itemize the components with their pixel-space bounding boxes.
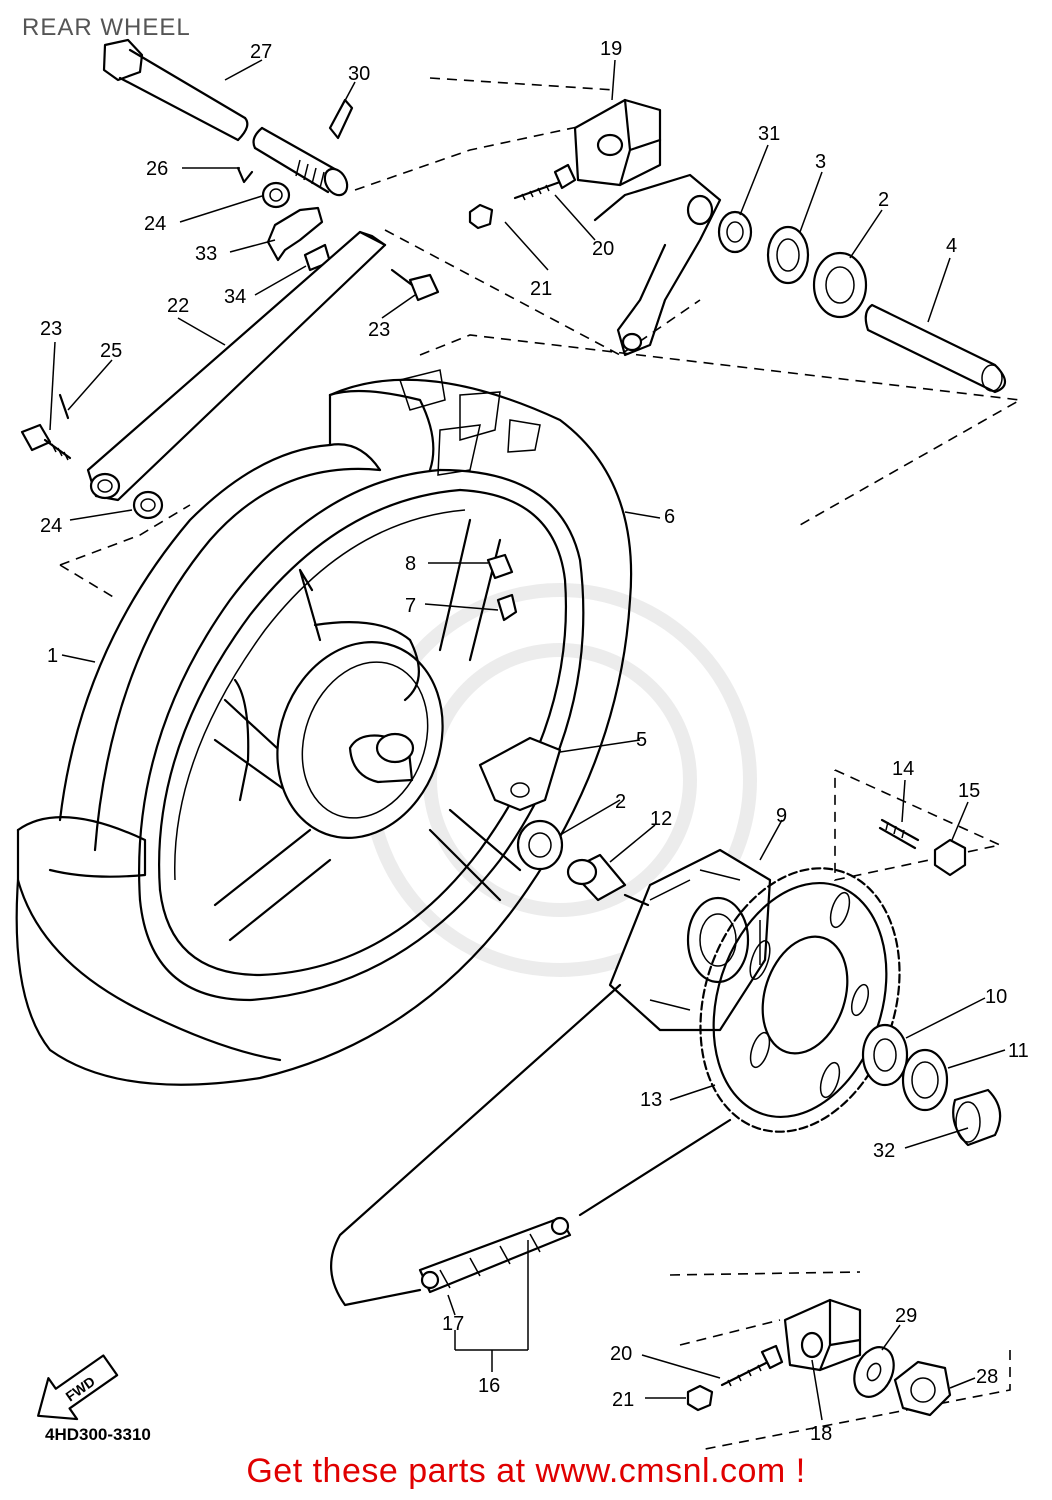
callout-3: 3	[815, 151, 826, 173]
bolts-23	[20, 268, 440, 461]
callout-19: 19	[600, 38, 622, 60]
callout-17: 17	[442, 1313, 464, 1335]
small-parts-upper-left	[236, 166, 332, 272]
assembly-boundary-lines	[59, 77, 1023, 1451]
bearing-stack-lower	[516, 819, 627, 902]
callout-26: 26	[146, 158, 168, 180]
callout-15: 15	[958, 780, 980, 802]
callout-6: 6	[664, 506, 675, 528]
callout-24-upper: 24	[144, 213, 166, 235]
callout-13: 13	[640, 1089, 662, 1111]
fwd-arrow-icon: FWD	[37, 1354, 119, 1421]
callout-2-upper: 2	[878, 189, 889, 211]
callout-23-left: 23	[40, 318, 62, 340]
callout-1: 1	[47, 645, 58, 667]
axle-adjuster-lower	[686, 1298, 952, 1417]
bearing-stack-right	[717, 210, 1007, 394]
callout-5: 5	[636, 729, 647, 751]
chain-puller-bar	[86, 230, 387, 520]
callout-4: 4	[946, 235, 957, 257]
callout-25: 25	[100, 340, 122, 362]
bearing-stack-sprocket	[861, 1023, 1002, 1147]
leader-lines	[49, 59, 1006, 1421]
page-title: REAR WHEEL	[22, 14, 191, 41]
footer-banner[interactable]: Get these parts at www.cmsnl.com !	[246, 1452, 806, 1490]
callout-9: 9	[776, 805, 787, 827]
callout-12: 12	[650, 808, 672, 830]
callout-27: 27	[250, 41, 272, 63]
callout-30: 30	[348, 63, 370, 85]
callout-23-right: 23	[368, 319, 390, 341]
callout-20-upper: 20	[592, 238, 614, 260]
axle-adjuster-upper	[468, 98, 662, 230]
callout-10: 10	[985, 986, 1007, 1008]
callout-16: 16	[478, 1375, 500, 1397]
callout-33: 33	[195, 243, 217, 265]
cotter-pin	[328, 98, 354, 140]
callout-21-upper: 21	[530, 278, 552, 300]
sprocket-hub	[608, 848, 772, 1032]
callout-18: 18	[810, 1423, 832, 1445]
callout-20-lower: 20	[610, 1343, 632, 1365]
sprocket-studs-nuts	[878, 818, 967, 877]
wheel-assembly	[15, 369, 633, 1086]
callout-8: 8	[405, 553, 416, 575]
callout-24-lower: 24	[40, 515, 62, 537]
torque-arm	[593, 173, 722, 357]
rear-axle	[102, 38, 349, 197]
drive-chain	[330, 983, 732, 1307]
callout-34: 34	[224, 286, 246, 308]
callout-31: 31	[758, 123, 780, 145]
callout-2-lower: 2	[615, 791, 626, 813]
callout-11: 11	[1008, 1040, 1029, 1062]
callout-21-lower: 21	[612, 1389, 634, 1411]
callout-28: 28	[976, 1366, 998, 1388]
callout-7: 7	[405, 595, 416, 617]
diagram-code: 4HD300-3310	[45, 1425, 151, 1444]
callout-numbers: 27 30 19 31 3 2 4 26 24 33 34 20 21 22 2…	[40, 38, 1029, 1445]
callout-32: 32	[873, 1140, 895, 1162]
callout-14: 14	[892, 758, 914, 780]
callout-22: 22	[167, 295, 189, 317]
callout-29: 29	[895, 1305, 917, 1327]
